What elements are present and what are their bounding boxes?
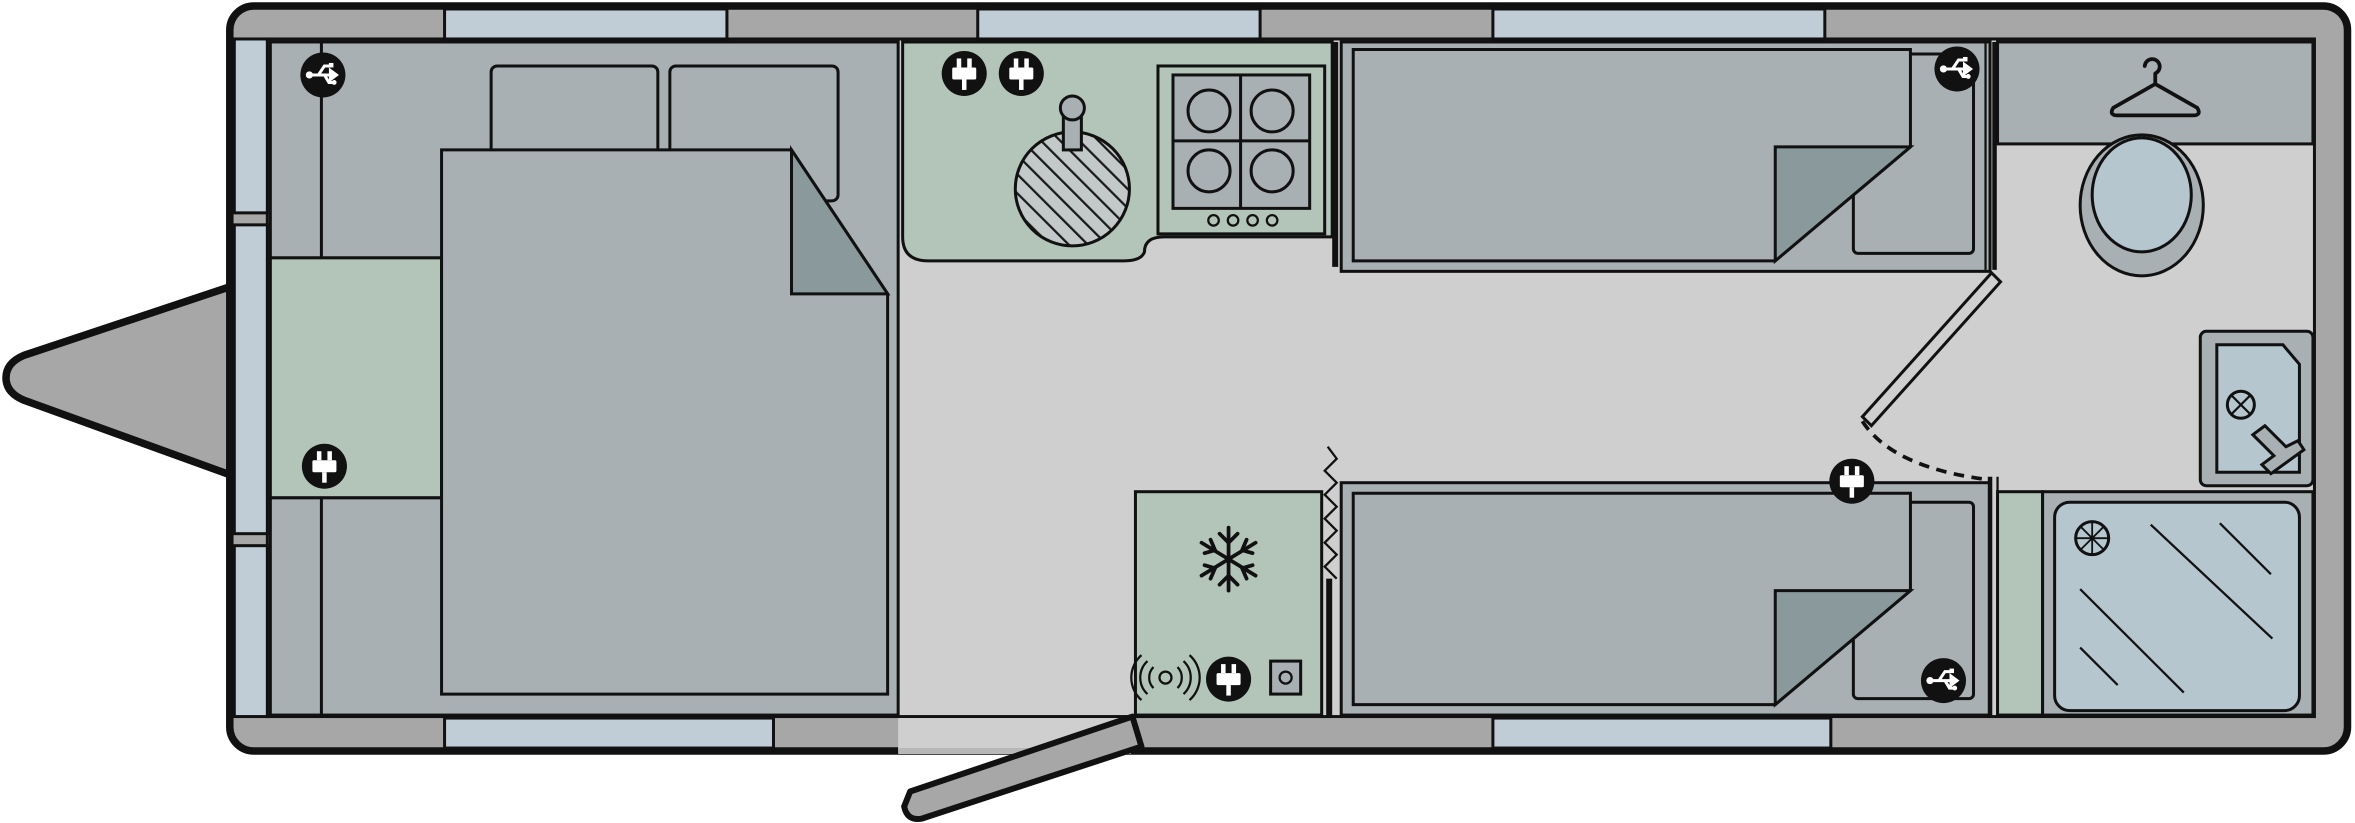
usb-socket-icon [298, 50, 347, 99]
usb-socket-icon [1919, 656, 1968, 705]
mains-socket-icon [998, 50, 1044, 96]
single-bed-fold-top [1773, 145, 1915, 265]
tv-aerial-point-icon [1130, 654, 1201, 701]
window-top-1 [443, 7, 729, 41]
hanger-icon [2109, 57, 2201, 118]
entrance-door[interactable] [901, 713, 1145, 822]
window-top-2 [976, 7, 1262, 41]
rear-bed-bottom [1339, 481, 1992, 717]
usb-socket-icon [1932, 44, 1982, 93]
mains-socket-icon [301, 443, 347, 489]
single-bed-fold-bottom [1773, 589, 1915, 708]
front-lounge [268, 40, 900, 717]
window-front-1 [232, 37, 269, 215]
washroom [1984, 40, 2315, 717]
shower-step [1996, 490, 2045, 717]
front-table [268, 256, 444, 500]
toilet-icon [2078, 133, 2205, 278]
mains-socket-icon [941, 50, 987, 96]
mains-socket-icon [1829, 458, 1875, 504]
shower-tray-icon [2041, 490, 2315, 717]
fridge-unit [1130, 446, 1339, 717]
partition-zigzag [1323, 446, 1339, 580]
double-bed-duvet-fold [790, 144, 891, 296]
window-bottom-2 [1491, 716, 1833, 750]
wardrobe-rail [1996, 40, 2315, 146]
window-bottom-1 [443, 716, 775, 750]
gas-hob-icon [1156, 64, 1327, 236]
heater-control-icon [1269, 659, 1303, 696]
windows [232, 7, 1833, 750]
kitchen-unit [901, 40, 1339, 267]
tow-hitch [2, 282, 236, 479]
washbasin-icon [2198, 329, 2315, 488]
mains-socket-icon [1206, 656, 1252, 702]
snowflake-icon [1199, 525, 1258, 593]
window-front-3 [232, 544, 269, 719]
rear-bed-top [1339, 40, 1992, 273]
double-bed-duvet [440, 148, 890, 696]
round-sink-icon [1013, 94, 1131, 248]
window-front-2 [232, 223, 269, 536]
window-top-3 [1491, 7, 1827, 41]
washroom-door[interactable] [1860, 270, 2003, 482]
